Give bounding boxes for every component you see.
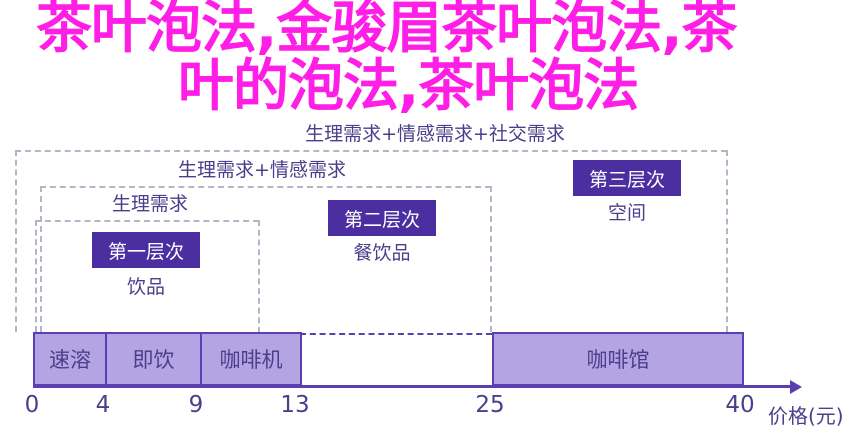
overlay-title-line1: 茶叶泡法,金骏眉茶叶泡法,茶 [36,0,738,61]
bracket-line [15,150,727,152]
tick: 40 [725,392,755,418]
level3-box: 第三层次 [573,160,681,196]
tick: 0 [24,392,40,418]
level2-label: 生理需求+情感需求 [178,159,346,181]
bracket-line [15,150,17,332]
bracket-line [35,220,37,332]
overlay-title-line2: 叶的泡法,茶叶泡法 [178,54,639,119]
segment-machine: 咖啡机 [200,332,302,386]
axis-label: 价格(元) [768,404,844,428]
tick: 4 [95,392,111,418]
level3-label: 生理需求+情感需求+社交需求 [305,123,565,145]
tick: 13 [280,392,310,418]
level1-sub: 饮品 [126,276,166,298]
level1-label: 生理需求 [111,193,189,215]
level2-sub: 餐饮品 [353,242,411,264]
price-axis [33,385,793,388]
dashed-gap [300,333,492,335]
level1-box: 第一层次 [92,232,200,268]
bracket-line [258,220,260,372]
bracket-line [490,186,492,332]
segment-instant: 速溶 [33,332,107,386]
bracket-line [40,186,491,188]
level2-box: 第二层次 [328,200,436,236]
segment-rtd: 即饮 [105,332,202,386]
level3-sub: 空间 [607,202,647,224]
arrow-icon [790,380,802,394]
bracket-line [35,220,259,222]
tick: 9 [188,392,204,418]
segment-cafe: 咖啡馆 [492,332,744,386]
bracket-line [40,186,42,332]
bracket-line [726,150,728,332]
tick: 25 [475,392,505,418]
